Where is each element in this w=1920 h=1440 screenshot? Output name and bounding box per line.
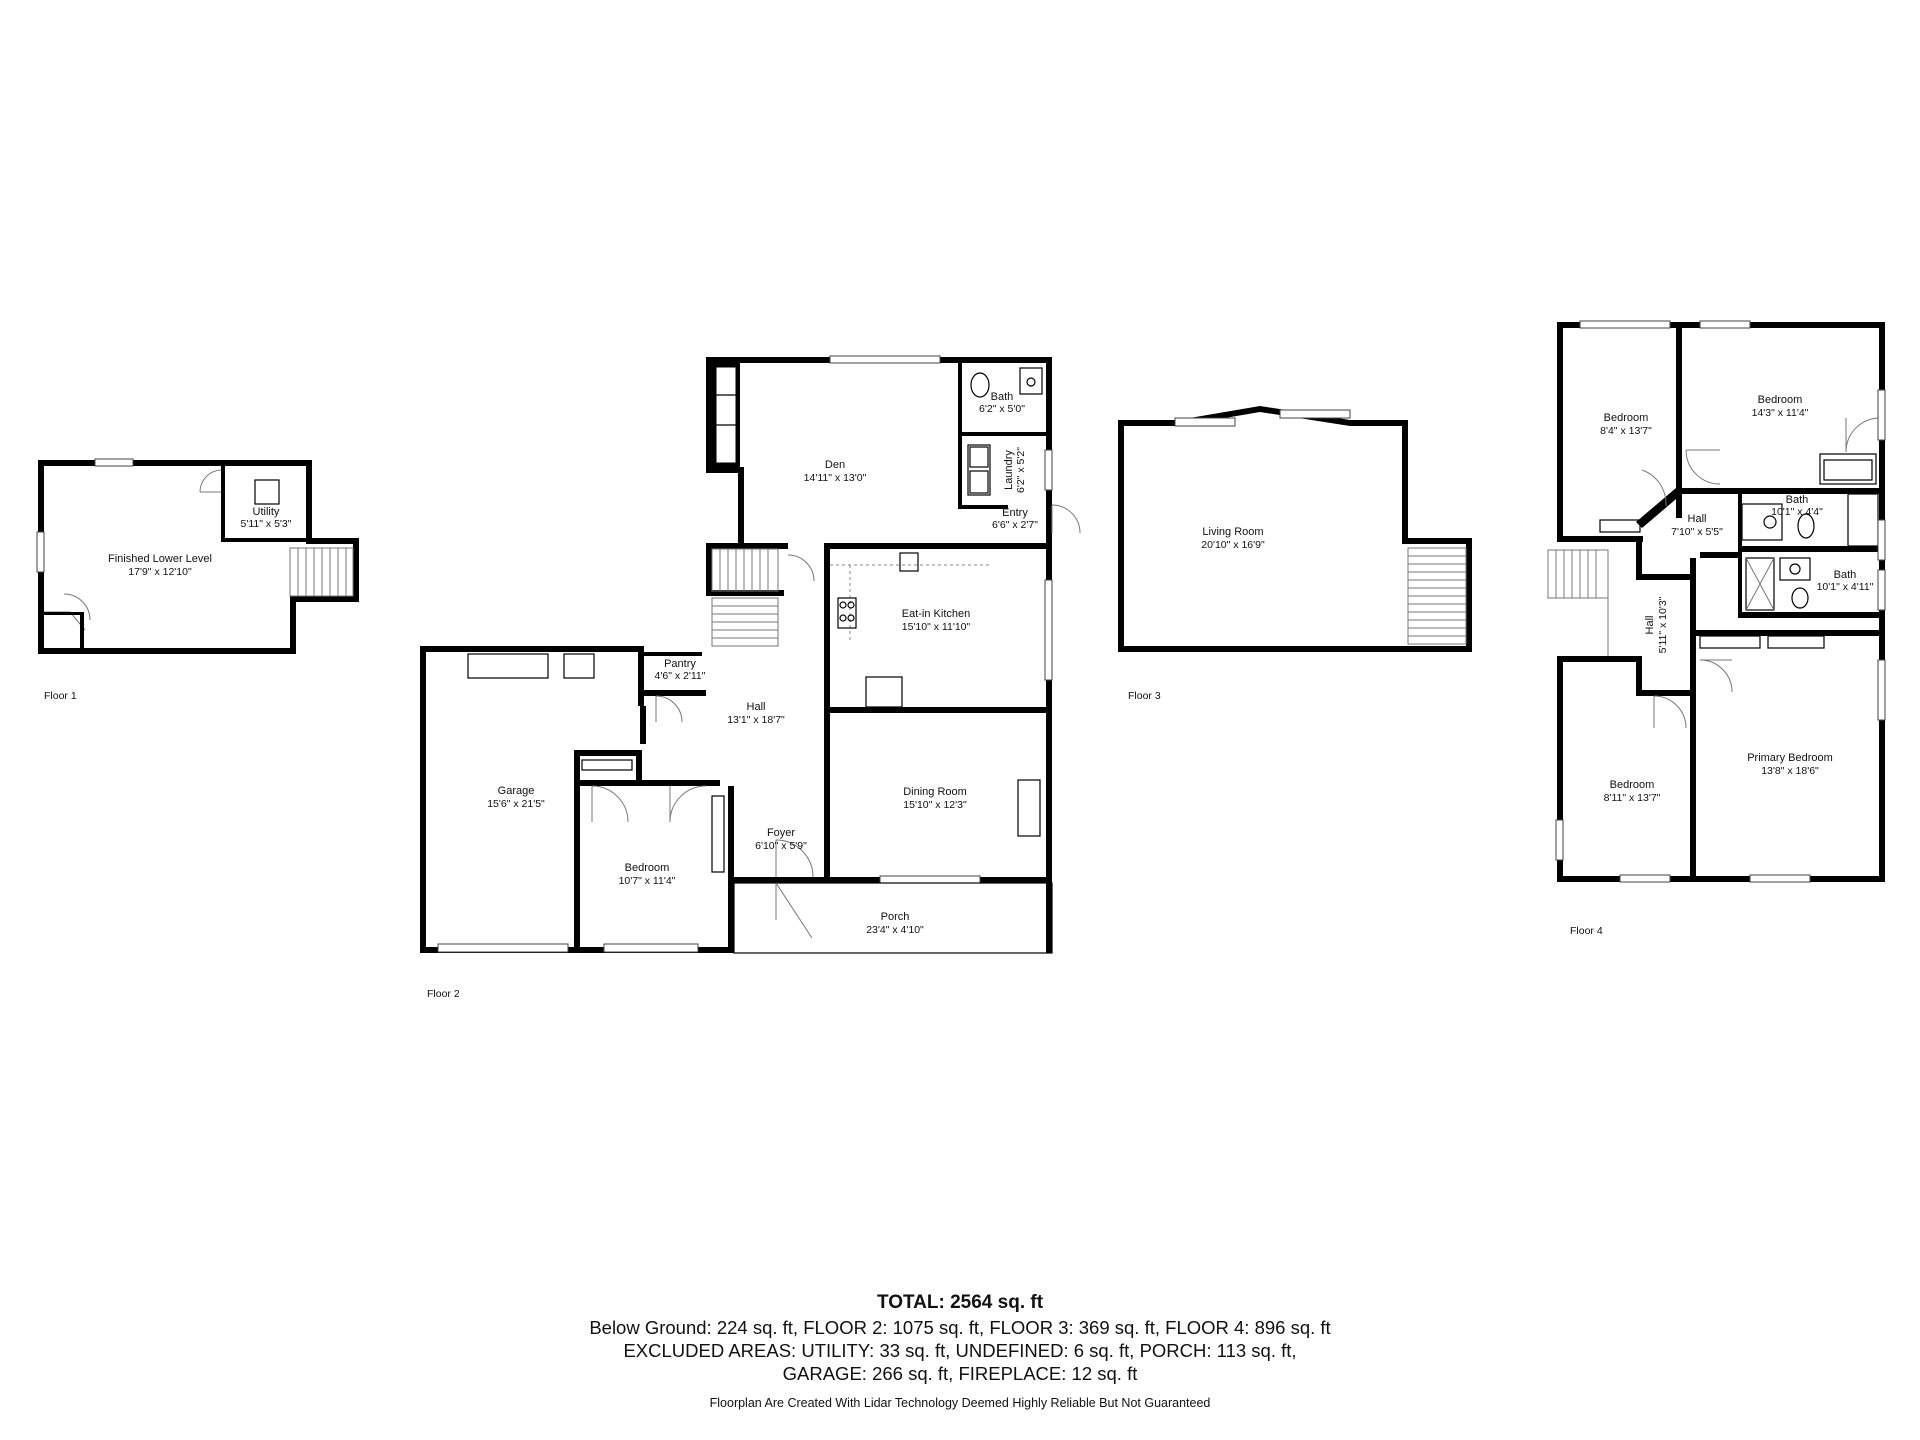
- room-label-den: Den: [825, 459, 845, 471]
- room-dim-entry: 6'6" x 2'7": [992, 519, 1038, 531]
- room-label-entry: Entry: [1002, 507, 1028, 519]
- total-area: TOTAL: 2564 sq. ft: [876, 1292, 1044, 1313]
- stairs-floor-1: [289, 547, 354, 597]
- room-dim-living-room: 20'10" x 16'9": [1201, 539, 1265, 551]
- floor-4-plan: [1547, 320, 1886, 883]
- room-dim-hall-floor-4-a: 7'10" x 5'5": [1671, 526, 1723, 538]
- room-label-primary-bedroom: Primary Bedroom: [1747, 752, 1833, 764]
- room-dim-den: 14'11" x 13'0": [804, 472, 867, 484]
- room-dim-hall-floor-4-b: 5'11" x 10'3": [1657, 596, 1669, 653]
- room-dim-bath-floor-4-b: 10'1" x 4'11": [1817, 581, 1874, 593]
- stairs-floor-3: [1407, 547, 1467, 645]
- room-label-bath-floor-4-b: Bath: [1834, 569, 1857, 581]
- floor-2-plan: [420, 355, 1081, 954]
- room-dim-eat-in-kitchen: 15'10" x 11'10": [902, 621, 971, 633]
- room-dim-finished-lower-level: 17'9" x 12'10": [128, 566, 192, 578]
- room-label-bedroom-floor-4-a: Bedroom: [1604, 412, 1649, 424]
- room-dim-primary-bedroom: 13'8" x 18'6": [1761, 765, 1819, 777]
- room-label-finished-lower-level: Finished Lower Level: [108, 553, 212, 565]
- room-label-eat-in-kitchen: Eat-in Kitchen: [902, 608, 970, 620]
- room-label-bath-floor-2: Bath: [991, 391, 1014, 403]
- room-label-bath-floor-4-a: Bath: [1786, 494, 1809, 506]
- room-label-utility: Utility: [253, 506, 280, 518]
- room-dim-pantry: 4'6" x 2'11": [655, 670, 706, 682]
- room-label-garage: Garage: [498, 785, 535, 797]
- room-label-porch: Porch: [881, 911, 910, 923]
- room-label-bedroom-floor-4-b: Bedroom: [1758, 394, 1803, 406]
- area-summary-line-3: GARAGE: 266 sq. ft, FIREPLACE: 12 sq. ft: [782, 1363, 1138, 1384]
- area-summary-line-2: EXCLUDED AREAS: UTILITY: 33 sq. ft, UNDE…: [623, 1340, 1297, 1361]
- floor-label-3: Floor 3: [1128, 690, 1161, 702]
- room-label-hall-floor-4-b: Hall: [1644, 616, 1656, 635]
- room-label-bedroom-floor-2: Bedroom: [625, 862, 670, 874]
- room-label-bedroom-floor-4-c: Bedroom: [1610, 779, 1655, 791]
- floor-1-plan: [36, 458, 359, 654]
- room-dim-hall-floor-2: 13'1" x 18'7": [727, 714, 785, 726]
- floor-3-plan: [1118, 406, 1472, 652]
- room-label-living-room: Living Room: [1202, 526, 1263, 538]
- room-label-dining-room: Dining Room: [903, 786, 967, 798]
- room-dim-laundry: 6'2" x 5'2": [1015, 447, 1027, 493]
- room-dim-garage: 15'6" x 21'5": [487, 798, 545, 810]
- room-dim-porch: 23'4" x 4'10": [866, 924, 924, 936]
- room-label-pantry: Pantry: [664, 658, 696, 670]
- room-label-laundry: Laundry: [1003, 450, 1015, 490]
- room-labels: Finished Lower Level 17'9" x 12'10" Util…: [108, 391, 1874, 936]
- disclaimer-text: Floorplan Are Created With Lidar Technol…: [709, 1396, 1211, 1410]
- room-dim-foyer: 6'10" x 5'9": [755, 840, 807, 852]
- area-summary: Below Ground: 224 sq. ft, FLOOR 2: 1075 …: [0, 1316, 1920, 1385]
- room-dim-bath-floor-4-a: 10'1" x 4'4": [1771, 506, 1823, 518]
- room-dim-utility: 5'11" x 5'3": [241, 518, 292, 530]
- room-dim-bedroom-floor-2: 10'7" x 11'4": [619, 875, 676, 887]
- floor-label-2: Floor 2: [427, 988, 460, 1000]
- room-label-hall-floor-4-a: Hall: [1688, 513, 1707, 525]
- room-label-hall-floor-2: Hall: [747, 701, 766, 713]
- room-dim-bath-floor-2: 6'2" x 5'0": [979, 403, 1025, 415]
- floor-labels: Floor 1 Floor 2 Floor 3 Floor 4: [44, 690, 1603, 1000]
- floor-label-4: Floor 4: [1570, 925, 1603, 937]
- stairs-floor-4: [1547, 549, 1609, 656]
- area-summary-line-1: Below Ground: 224 sq. ft, FLOOR 2: 1075 …: [589, 1317, 1331, 1338]
- stairs-floor-2: [706, 543, 815, 647]
- room-dim-bedroom-floor-4-c: 8'11" x 13'7": [1604, 792, 1661, 804]
- room-dim-bedroom-floor-4-a: 8'4" x 13'7": [1600, 425, 1652, 437]
- room-dim-bedroom-floor-4-b: 14'3" x 11'4": [1752, 407, 1809, 419]
- room-label-foyer: Foyer: [767, 827, 795, 839]
- floor-label-1: Floor 1: [44, 690, 77, 702]
- room-dim-dining-room: 15'10" x 12'3": [903, 799, 967, 811]
